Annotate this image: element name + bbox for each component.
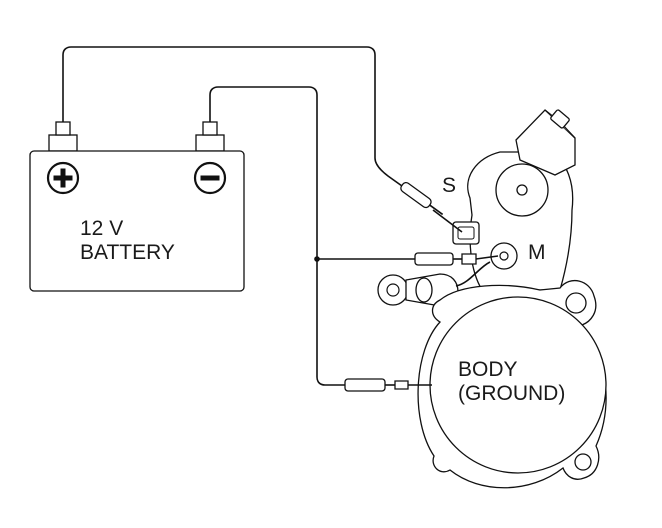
battery: 12 V BATTERY [29,121,245,292]
positive-terminal-icon [46,161,80,195]
terminal-m-label: M [528,241,546,264]
terminal-s[interactable] [452,221,480,245]
mount-hole-bottom [574,453,592,471]
probe-to-m [414,252,499,266]
negative-terminal-icon [193,161,227,195]
battery-case [29,150,245,292]
mount-hole-top [565,292,587,314]
positive-post [48,121,78,152]
solenoid-end-plug [515,109,576,176]
terminal-m[interactable] [490,242,518,270]
battery-voltage-label: 12 V [80,217,123,240]
battery-name-label: BATTERY [80,241,175,264]
body-label-line2: (GROUND) [458,382,565,405]
wire-junction-dot [314,256,320,262]
negative-lead-to-m-and-body [209,86,499,392]
negative-post [195,121,225,152]
starter-motor: S M BODY (GROUND) [377,109,607,489]
motor-lead-ring-terminal [377,261,491,308]
positive-lead-to-s-terminal [62,46,463,233]
body-label-line1: BODY [458,358,518,381]
terminal-s-label: S [442,174,456,197]
probe-to-body [344,378,432,392]
